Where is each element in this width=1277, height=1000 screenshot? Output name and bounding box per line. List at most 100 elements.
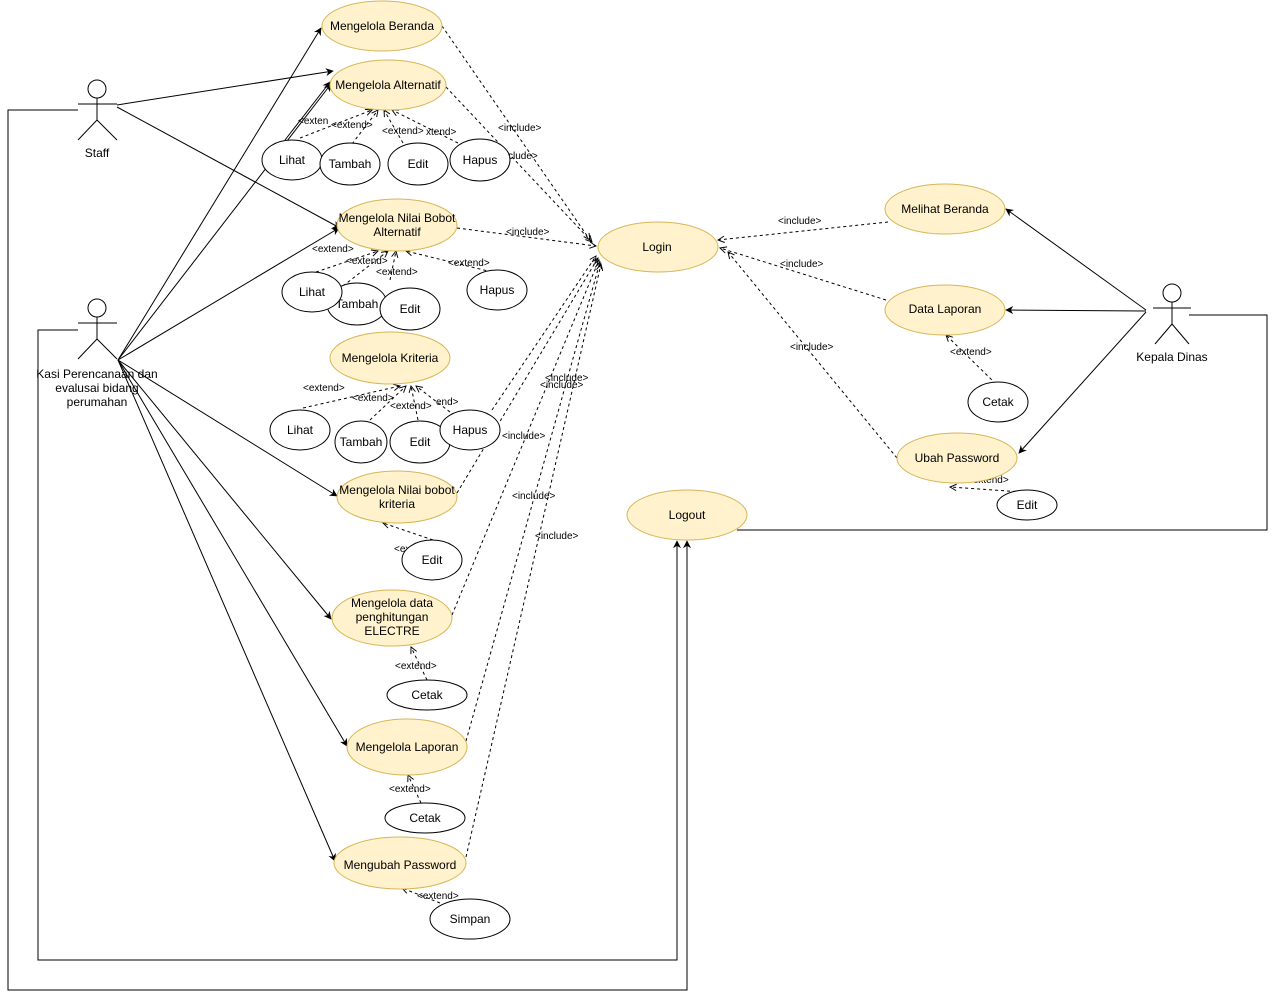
usecase-mengubah-password: Mengubah Password	[333, 836, 467, 890]
svg-text:Login: Login	[642, 240, 671, 254]
actor-label: evalusai bidang	[55, 381, 138, 395]
extend-label: <extend>	[448, 258, 490, 269]
include-label: <include>	[790, 342, 834, 353]
include-label: <include>	[545, 373, 589, 384]
usecase-mengelola-alternatif: Mengelola Alternatif	[329, 59, 447, 111]
ext-kriteria-edit: Edit	[389, 420, 451, 464]
include-label: <include>	[535, 531, 579, 542]
usecase-nilai-bobot-alternatif: Mengelola Nilai Bobot Alternatif	[336, 198, 458, 252]
actor-kasi: Kasi Perencanaan dan evalusai bidang per…	[36, 298, 158, 409]
svg-text:Alternatif: Alternatif	[373, 225, 421, 239]
svg-text:Tambah: Tambah	[329, 157, 372, 171]
svg-text:Mengelola data: Mengelola data	[351, 596, 433, 610]
ext-password-simpan: Simpan	[429, 898, 511, 940]
svg-text:Mengubah Password: Mengubah Password	[344, 858, 457, 872]
svg-text:kriteria: kriteria	[379, 497, 415, 511]
extend-label: <extend>	[395, 661, 437, 672]
usecase-nilai-bobot-kriteria: Mengelola Nilai bobot kriteria	[336, 470, 458, 524]
extend-label: <extend>	[303, 383, 345, 394]
extend-label: <extend>	[950, 347, 992, 358]
extend-label: <extend>	[352, 393, 394, 404]
actor-staff: Staff	[77, 79, 118, 160]
actor-kepala-dinas: Kepala Dinas	[1136, 283, 1208, 364]
svg-text:Data Laporan: Data Laporan	[909, 302, 982, 316]
ext-alternatif-edit: Edit	[387, 142, 449, 186]
svg-text:Cetak: Cetak	[411, 688, 443, 702]
usecase-data-laporan: Data Laporan	[884, 284, 1006, 336]
svg-text:Mengelola Nilai bobot: Mengelola Nilai bobot	[339, 483, 455, 497]
ext-alternatif-lihat: Lihat	[261, 139, 323, 181]
ext-laporan-cetak: Cetak	[384, 802, 466, 834]
extend-label: <exten	[298, 116, 328, 127]
ext-nba-lihat: Lihat	[281, 271, 343, 313]
svg-text:Mengelola Nilai Bobot: Mengelola Nilai Bobot	[339, 211, 456, 225]
ext-nba-hapus: Hapus	[466, 269, 528, 311]
svg-text:ELECTRE: ELECTRE	[364, 624, 419, 638]
relation-labels: <include> clude> <include> <include> <in…	[298, 116, 1009, 902]
extend-label: end>	[436, 397, 459, 408]
extend-label: <extend>	[417, 891, 459, 902]
usecase-electre: Mengelola data penghitungan ELECTRE	[331, 589, 453, 647]
ext-kriteria-tambah: Tambah	[334, 420, 388, 464]
svg-text:Tambah: Tambah	[336, 297, 379, 311]
usecase-mengelola-laporan: Mengelola Laporan	[346, 718, 468, 776]
svg-text:Mengelola Beranda: Mengelola Beranda	[330, 19, 434, 33]
svg-text:Mengelola Alternatif: Mengelola Alternatif	[335, 78, 441, 92]
include-label: <include>	[778, 216, 822, 227]
routing-lines	[7, 109, 1268, 991]
usecase-logout: Logout	[626, 489, 748, 541]
ext-nba-edit: Edit	[379, 287, 441, 331]
extend-lines	[284, 81, 1023, 904]
include-label: <include>	[502, 431, 546, 442]
svg-text:Ubah Password: Ubah Password	[915, 451, 1000, 465]
ext-nbk-edit: Edit	[401, 539, 463, 581]
usecase-mengelola-kriteria: Mengelola Kriteria	[329, 331, 451, 385]
svg-text:Cetak: Cetak	[409, 811, 441, 825]
actor-label: Staff	[85, 146, 110, 160]
svg-text:Cetak: Cetak	[982, 395, 1014, 409]
include-label: <include>	[540, 380, 584, 391]
svg-text:penghitungan: penghitungan	[356, 610, 429, 624]
ext-kriteria-hapus: Hapus	[439, 409, 501, 451]
ext-kriteria-lihat: Lihat	[269, 409, 331, 451]
svg-text:Hapus: Hapus	[480, 283, 515, 297]
extend-label: <extend>	[331, 120, 373, 131]
actor-label: perumahan	[67, 395, 128, 409]
extend-label: <extend>	[312, 244, 354, 255]
association-lines	[116, 27, 1147, 862]
include-label: <include>	[512, 491, 556, 502]
usecase-ubah-password: Ubah Password	[896, 432, 1018, 484]
actor-label: Kepala Dinas	[1136, 350, 1207, 364]
usecase-mengelola-beranda: Mengelola Beranda	[321, 0, 443, 52]
extend-label: <extend>	[967, 475, 1009, 486]
svg-text:Mengelola Laporan: Mengelola Laporan	[356, 740, 459, 754]
ext-ubah-password-edit: Edit	[996, 489, 1058, 521]
include-label: clude>	[508, 151, 538, 162]
ext-electre-cetak: Cetak	[386, 679, 468, 711]
actor-label: Kasi Perencanaan dan	[36, 367, 157, 381]
svg-text:Hapus: Hapus	[453, 423, 488, 437]
svg-text:Edit: Edit	[410, 435, 431, 449]
include-label: <include>	[498, 123, 542, 134]
extend-label: <extend>	[390, 401, 432, 412]
extend-label: xtend>	[426, 127, 456, 138]
include-label: <include>	[780, 259, 824, 270]
svg-text:Lihat: Lihat	[279, 153, 306, 167]
svg-text:Tambah: Tambah	[340, 435, 383, 449]
svg-text:Lihat: Lihat	[299, 285, 326, 299]
svg-text:Logout: Logout	[669, 508, 706, 522]
svg-text:Mengelola Kriteria: Mengelola Kriteria	[342, 351, 439, 365]
extend-label: <extend>	[389, 784, 431, 795]
extend-label: <extend>	[382, 126, 424, 137]
svg-text:Edit: Edit	[400, 302, 421, 316]
svg-text:Simpan: Simpan	[450, 912, 491, 926]
include-lines	[441, 25, 898, 858]
svg-text:Hapus: Hapus	[463, 153, 498, 167]
svg-text:Edit: Edit	[408, 157, 429, 171]
usecase-melihat-beranda: Melihat Beranda	[884, 183, 1006, 235]
extend-label: <extend>	[376, 267, 418, 278]
svg-text:Lihat: Lihat	[287, 423, 314, 437]
ext-data-laporan-cetak: Cetak	[967, 381, 1029, 423]
extend-label: <extend>	[346, 256, 388, 267]
